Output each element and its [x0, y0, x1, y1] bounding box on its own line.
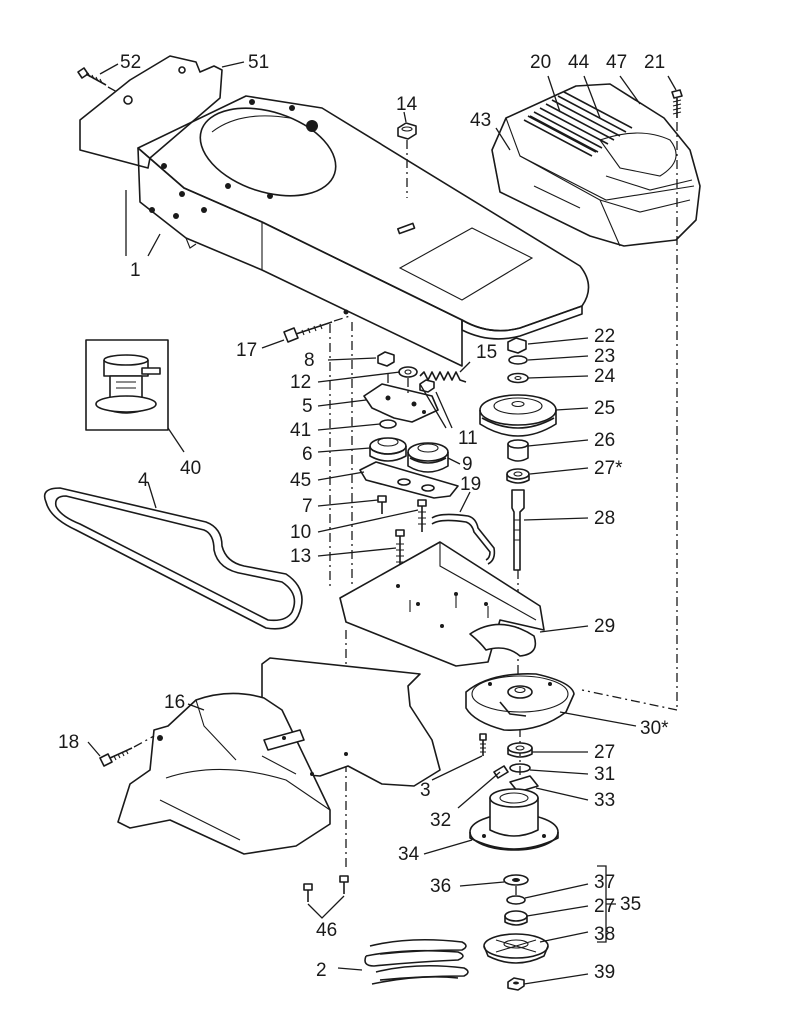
label-23: 23: [594, 346, 615, 367]
label-20: 20: [530, 52, 551, 73]
pulley-9: [407, 442, 449, 473]
label-7: 7: [302, 496, 313, 517]
label-36: 36: [430, 876, 451, 897]
label-33: 33: [594, 790, 615, 811]
label-25: 25: [594, 398, 615, 419]
label-37: 37: [594, 872, 615, 893]
vent-fins-20: [523, 91, 633, 157]
belt-cover-assembly: [491, 83, 701, 247]
nut-14: [397, 122, 417, 198]
housing-front-wall: [137, 147, 463, 367]
screw-3: [479, 733, 487, 756]
label-19: 19: [460, 474, 481, 495]
label-28: 28: [594, 508, 615, 529]
label-31: 31: [594, 764, 615, 785]
label-8: 8: [304, 350, 315, 371]
label-10: 10: [290, 522, 311, 543]
label-41: 41: [290, 420, 311, 441]
label-43: 43: [470, 110, 491, 131]
label-21: 21: [644, 52, 665, 73]
label-11: 11: [458, 428, 478, 449]
hub-38: [483, 933, 549, 964]
label-17: 17: [236, 340, 257, 361]
mounting-plate-29: [339, 541, 545, 667]
wire-clips-2: [364, 938, 469, 985]
bolt-17: [283, 315, 351, 343]
label-45: 45: [290, 470, 311, 491]
label-30-star: 30*: [640, 718, 669, 739]
gasket-plate-51: [79, 55, 223, 169]
label-40: 40: [180, 458, 201, 479]
belt-housing-1: [137, 95, 590, 367]
bearing-housing-30: [465, 673, 575, 731]
spindle-stack: [479, 337, 557, 686]
label-35: 35: [620, 894, 641, 915]
screw-18: [99, 735, 155, 767]
screws-46: [303, 875, 349, 902]
label-13: 13: [290, 546, 311, 567]
label-47: 47: [606, 52, 627, 73]
label-16: 16: [164, 692, 185, 713]
label-34: 34: [398, 844, 420, 865]
leader-lines: [87, 61, 677, 985]
label-44: 44: [568, 52, 590, 73]
discharge-chute-16: [117, 657, 441, 855]
screw-21: [581, 89, 683, 711]
label-1: 1: [130, 260, 141, 281]
label-15: 15: [476, 342, 497, 363]
label-39: 39: [594, 962, 615, 983]
label-26: 26: [594, 430, 615, 451]
inset-view-40: [85, 339, 169, 431]
label-5: 5: [302, 396, 313, 417]
hub-34: [469, 788, 559, 851]
label-14: 14: [396, 94, 418, 115]
lower-stack: [469, 742, 559, 991]
label-38: 38: [594, 924, 615, 945]
label-3: 3: [420, 780, 431, 801]
housing-opening: [199, 107, 337, 197]
label-18: 18: [58, 732, 79, 753]
label-2: 2: [316, 960, 327, 981]
label-24: 24: [594, 366, 616, 387]
label-12: 12: [290, 372, 311, 393]
label-29: 29: [594, 616, 615, 637]
label-27-mid: 27: [594, 742, 615, 763]
label-51: 51: [248, 52, 269, 73]
label-6: 6: [302, 444, 313, 465]
label-32: 32: [430, 810, 451, 831]
label-4: 4: [138, 470, 149, 491]
rod-19: [431, 513, 496, 565]
label-46: 46: [316, 920, 337, 941]
pulley-6: [369, 437, 407, 462]
label-9: 9: [462, 454, 473, 475]
drive-belt-4: [43, 487, 303, 630]
label-27-star: 27*: [594, 458, 623, 479]
label-27-low: 27: [594, 896, 615, 917]
pulley-25: [479, 394, 557, 437]
label-22: 22: [594, 326, 615, 347]
label-52: 52: [120, 52, 141, 73]
callout-labels: 52 51 1 14 43 20 44 47 21 17 8 12 5 41 6…: [58, 52, 669, 983]
